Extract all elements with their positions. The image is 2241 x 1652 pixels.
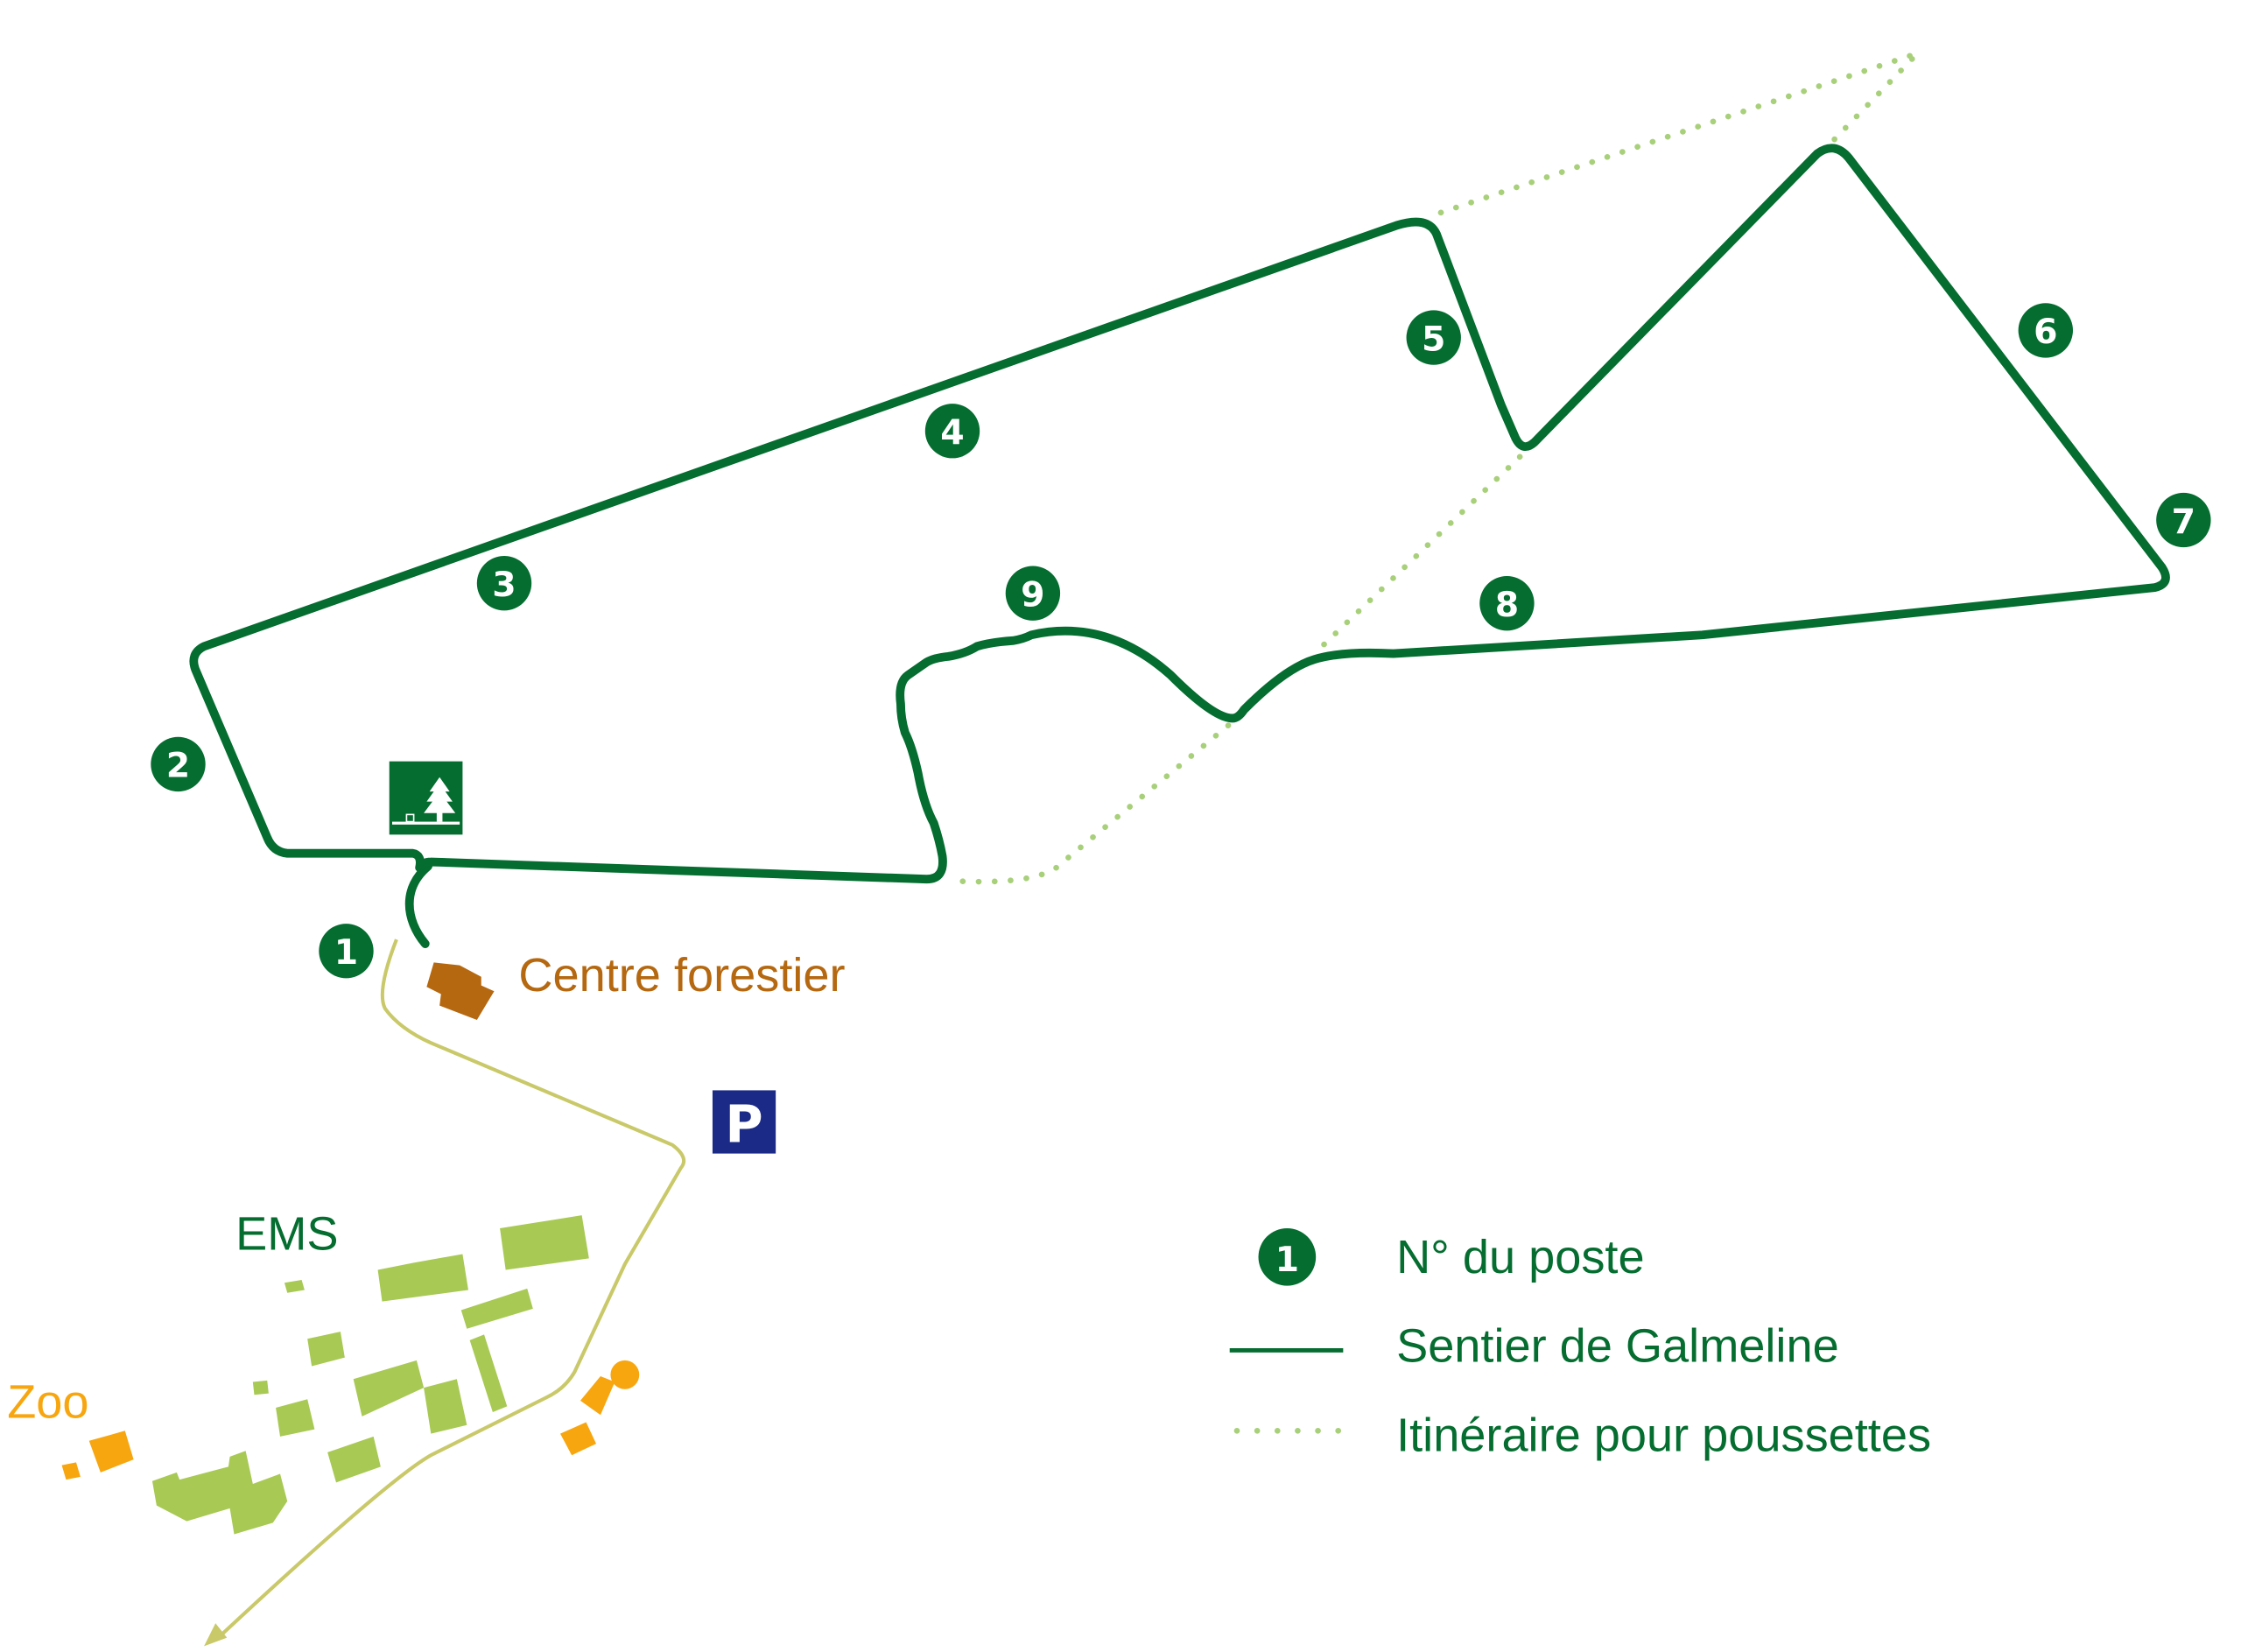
ems-label: EMS <box>235 1208 338 1261</box>
svg-text:9: 9 <box>1021 574 1044 615</box>
svg-text:4: 4 <box>940 412 964 453</box>
svg-text:7: 7 <box>2172 502 2195 542</box>
forest-centre-building <box>426 962 495 1021</box>
legend: 1 N° du poste Sentier de Galmeline Itiné… <box>1229 1227 1931 1461</box>
svg-text:6: 6 <box>2034 312 2057 352</box>
legend-trail-label: Sentier de Galmeline <box>1396 1320 1839 1373</box>
ems-buildings <box>151 1215 589 1535</box>
svg-text:3: 3 <box>492 565 516 605</box>
post-marker-2: 2 <box>151 736 206 792</box>
legend-post-label: N° du poste <box>1396 1231 1645 1283</box>
forest-centre-icon <box>389 761 463 835</box>
post-marker-6: 6 <box>2018 303 2073 358</box>
parking-icon: P <box>712 1090 776 1154</box>
post-marker-5: 5 <box>1406 310 1461 365</box>
post-marker-4: 4 <box>924 404 980 459</box>
access-road <box>217 938 686 1640</box>
svg-text:8: 8 <box>1495 585 1519 625</box>
stroller-route <box>945 50 1921 885</box>
post-marker-1: 1 <box>319 924 374 979</box>
zoo-buildings <box>61 1360 640 1480</box>
road-arrow-icon <box>204 1623 228 1647</box>
post-marker-7: 7 <box>2156 492 2211 548</box>
legend-stroller-label: Itinéraire pour poussettes <box>1396 1409 1931 1461</box>
post-marker-3: 3 <box>476 556 532 611</box>
trail-galmeline <box>189 144 2170 948</box>
svg-text:1: 1 <box>1275 1240 1299 1280</box>
zoo-label: Zoo <box>7 1376 88 1429</box>
post-marker-8: 8 <box>1479 575 1535 631</box>
svg-text:1: 1 <box>334 932 358 973</box>
svg-text:2: 2 <box>166 746 190 786</box>
centre-forestier-label: Centre forestier <box>518 949 845 1002</box>
svg-text:5: 5 <box>1422 319 1445 359</box>
post-marker-9: 9 <box>1005 566 1061 621</box>
svg-text:P: P <box>725 1093 762 1154</box>
legend-post-marker: 1 <box>1258 1227 1317 1286</box>
